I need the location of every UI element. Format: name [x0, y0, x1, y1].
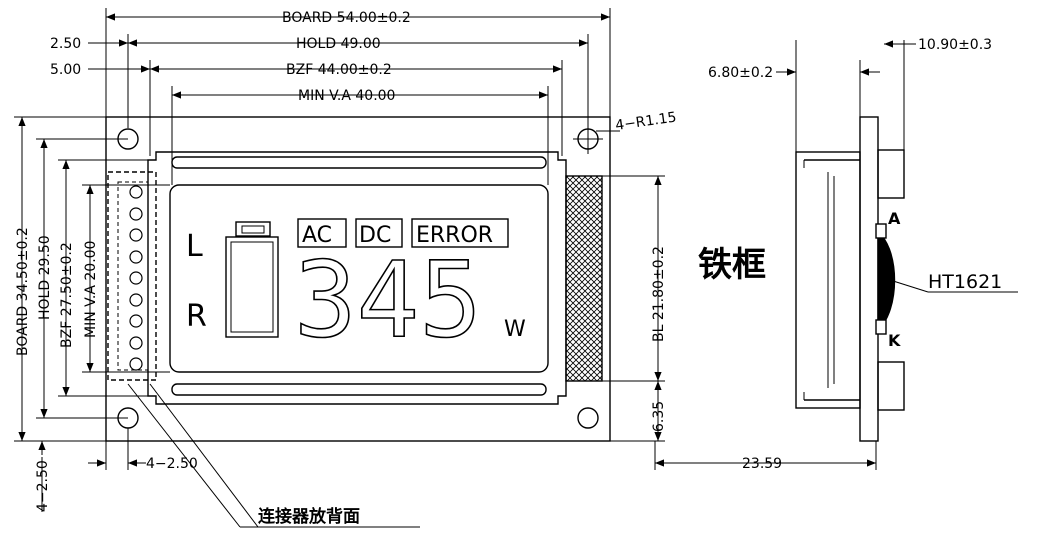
- cathode-label: K: [888, 331, 901, 350]
- lcd-right-label: R: [186, 299, 207, 334]
- bzf-width-label: BZF 44.00±0.2: [286, 62, 392, 78]
- lcd-ac-label: AC: [302, 223, 332, 248]
- view-area: [169, 184, 549, 373]
- left-offset-5-00: 5.00: [50, 62, 81, 78]
- error-badge: [411, 218, 509, 248]
- side-thickness-label: 6.80±0.2: [708, 65, 773, 81]
- ac-badge: [297, 218, 347, 248]
- side-view: [776, 40, 1018, 442]
- side-pin-top: [877, 149, 905, 199]
- battery-icon: [225, 221, 279, 338]
- lcd-error-label: ERROR: [416, 223, 493, 248]
- left-offset-2-50: 2.50: [50, 36, 81, 52]
- bottom-slot: [171, 383, 547, 396]
- lcd-dc-label: DC: [359, 223, 391, 248]
- mount-hole-br: [577, 407, 599, 429]
- board-height-label: BOARD 34.50±0.2: [15, 227, 31, 356]
- hole-radius-label: 4−R1.15: [614, 110, 677, 134]
- bzf-height-label: BZF 27.50±0.2: [59, 242, 75, 348]
- side-pin-bottom: [877, 361, 905, 411]
- side-labels: 6.80±0.2 10.90±0.3 23.59 铁框 HT1621 A K: [698, 37, 1002, 472]
- side-total-label: 10.90±0.3: [918, 37, 992, 53]
- side-board: [859, 116, 879, 442]
- bl-height-label: BL 21.80±0.2: [651, 246, 667, 342]
- front-dim-labels: BOARD 54.00±0.2 HOLD 49.00 BZF 44.00±0.2…: [15, 10, 678, 512]
- board-width-label: BOARD 54.00±0.2: [282, 10, 411, 26]
- backlight-hatch: [565, 175, 603, 382]
- lcd-left-label: L: [186, 229, 203, 264]
- connector-pins: [129, 185, 143, 371]
- hold-width-label: HOLD 49.00: [296, 36, 381, 52]
- side-length-label: 23.59: [742, 456, 782, 472]
- frame-label: 铁框: [698, 245, 766, 285]
- board-outline: [105, 116, 611, 442]
- hole-offset-x-label: 4−2.50: [146, 456, 198, 472]
- led-label: HT1621: [928, 271, 1002, 293]
- va-height-label: MIN V.A 20.00: [83, 241, 99, 338]
- connector-outline: [107, 171, 157, 381]
- hold-height-label: HOLD 29.50: [37, 235, 53, 320]
- va-width-label: MIN V.A 40.00: [298, 88, 395, 104]
- top-slot: [171, 156, 547, 169]
- front-view: [14, 8, 877, 528]
- anode-label: A: [888, 209, 901, 228]
- connector-note: 连接器放背面: [258, 506, 360, 527]
- hole-offset-y-label: 4−2.50: [35, 460, 51, 512]
- bottom-6-35-label: 6.35: [651, 401, 667, 432]
- lcd-unit-label: W: [504, 317, 526, 342]
- lcd-digits: 345: [294, 239, 482, 361]
- side-frame: [795, 151, 861, 409]
- dc-badge: [355, 218, 403, 248]
- lcd-segments: L R AC DC ERROR 345 W: [186, 223, 526, 362]
